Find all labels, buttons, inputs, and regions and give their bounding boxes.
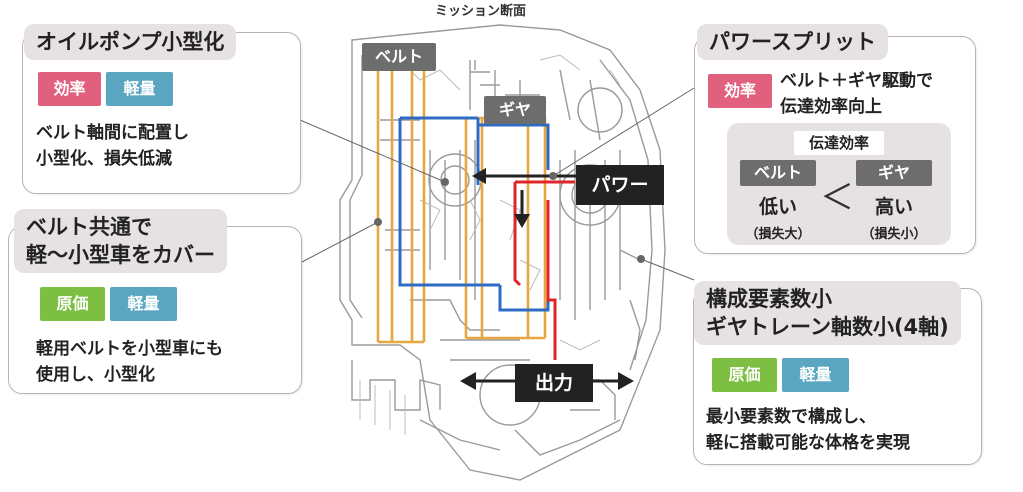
- components-desc-line-1: 最小要素数で構成し、: [706, 407, 876, 427]
- components-title-line-2: ギヤトレーン軸数小(4軸): [706, 315, 949, 339]
- oil-pump-title: オイルポンプ小型化: [24, 24, 237, 60]
- belt-common-desc-line-1: 軽用ベルトを小型車にも: [36, 339, 223, 359]
- power-label: パワー: [576, 165, 664, 205]
- diagram-title: ミッション断面: [435, 4, 527, 19]
- oil-pump-desc-line-1: ベルト軸間に配置し: [36, 123, 189, 143]
- power-split-title: パワースプリット: [697, 24, 888, 60]
- belt-common-desc-line-2: 使用し、小型化: [36, 365, 155, 385]
- belt-common-title: ベルト共通で 軽～小型車をカバー: [14, 209, 227, 273]
- weight-tag: 軽量: [110, 287, 177, 321]
- output-label: 出力: [515, 364, 593, 402]
- gear-loss-note: （損失小）: [861, 227, 927, 242]
- cost-tag: 原価: [712, 358, 777, 392]
- belt-common-title-line-1: ベルト共通で: [26, 215, 152, 239]
- comparison-symbol: ＜: [820, 178, 854, 218]
- belt-loss-note: （損失大）: [745, 227, 811, 242]
- weight-tag: 軽量: [106, 72, 173, 106]
- belt-efficiency-value: 低い: [758, 196, 797, 218]
- belt-common-title-line-2: 軽～小型車をカバー: [26, 243, 215, 267]
- gear-efficiency-label: ギヤ: [856, 160, 932, 186]
- efficiency-tag: 効率: [38, 72, 101, 106]
- oil-pump-desc-line-2: 小型化、損失低減: [36, 149, 172, 169]
- power-split-desc-line-2: 伝達効率向上: [780, 97, 882, 117]
- efficiency-header: 伝達効率: [794, 131, 884, 155]
- components-desc-line-2: 軽に搭載可能な体格を実現: [706, 433, 910, 453]
- components-title-line-1: 構成要素数小: [706, 287, 832, 311]
- gear-efficiency-value: 高い: [874, 196, 913, 218]
- power-split-desc-line-1: ベルト＋ギヤ駆動で: [780, 71, 933, 91]
- cost-tag: 原価: [40, 287, 105, 321]
- gear-label: ギヤ: [484, 96, 546, 124]
- components-title: 構成要素数小 ギヤトレーン軸数小(4軸): [694, 281, 961, 345]
- belt-label: ベルト: [362, 43, 436, 71]
- efficiency-tag: 効率: [708, 74, 772, 108]
- belt-efficiency-label: ベルト: [740, 160, 816, 186]
- weight-tag: 軽量: [782, 358, 849, 392]
